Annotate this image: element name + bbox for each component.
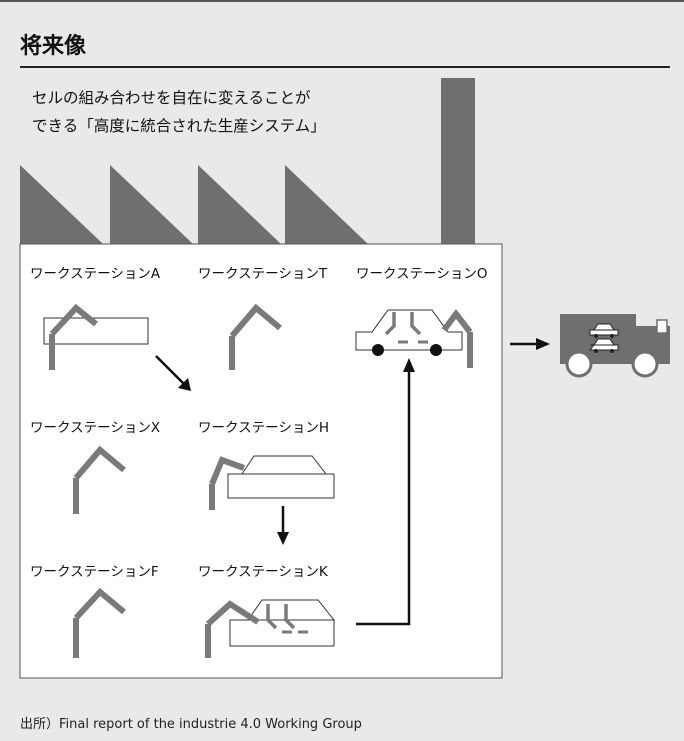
station-f-graphic (73, 587, 126, 658)
subtitle: セルの組み合わせを自在に変えることが できる「高度に統合された生産システム」 (32, 84, 326, 140)
chimney (441, 78, 475, 244)
station-o-graphic (355, 309, 473, 368)
source-note: 出所）Final report of the industrie 4.0 Wor… (20, 717, 362, 732)
station-h-graphic (209, 455, 335, 510)
truck-icon (560, 314, 670, 378)
page-title: 将来像 (20, 34, 87, 59)
subtitle-line-1: セルの組み合わせを自在に変えることが (32, 89, 311, 107)
station-o-label: ワークステーションO (356, 266, 488, 282)
title-underline (20, 66, 670, 68)
station-t-graphic (229, 303, 282, 370)
station-a-label: ワークステーションA (30, 266, 161, 282)
station-x-graphic (73, 445, 126, 514)
station-h-label: ワークステーションH (198, 420, 329, 436)
station-k-graphic (205, 599, 336, 658)
station-a-graphic (43, 303, 149, 370)
flow-arrows (155, 342, 538, 626)
arrowheads (178, 338, 550, 545)
top-border (0, 0, 684, 2)
station-x-label: ワークステーションX (30, 420, 161, 436)
station-f-label: ワークステーションF (30, 564, 159, 580)
station-t-label: ワークステーションT (198, 266, 328, 282)
subtitle-line-2: できる「高度に統合された生産システム」 (32, 117, 326, 135)
factory-roof (20, 165, 368, 244)
station-k-label: ワークステーションK (198, 564, 328, 580)
